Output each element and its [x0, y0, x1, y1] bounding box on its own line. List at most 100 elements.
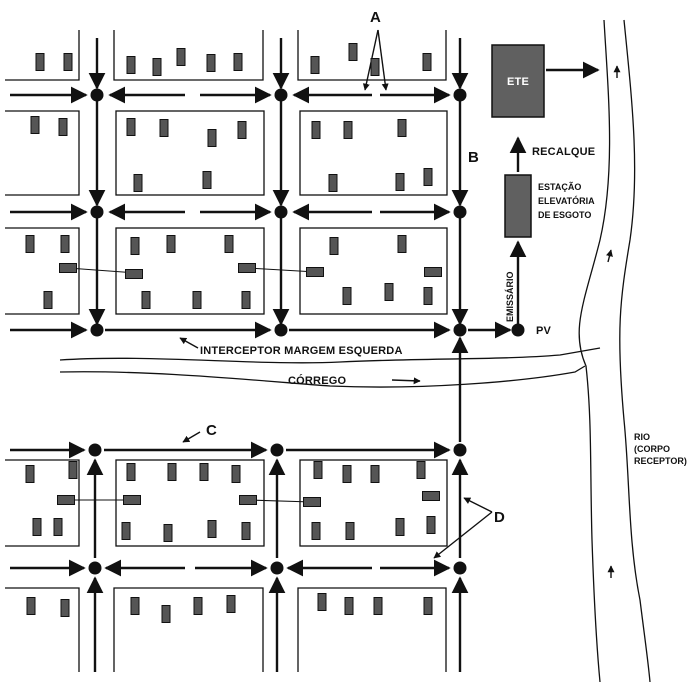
house — [207, 129, 217, 147]
house — [60, 235, 70, 253]
house — [311, 522, 321, 540]
manhole-node — [90, 323, 104, 337]
house — [43, 291, 53, 309]
house — [53, 518, 63, 536]
house — [241, 522, 251, 540]
block-outline — [5, 30, 80, 81]
pv-label: PV — [536, 325, 552, 337]
house — [395, 173, 405, 191]
house — [202, 171, 212, 189]
house — [370, 465, 380, 483]
block-outline — [5, 227, 80, 315]
house — [152, 58, 162, 76]
stream-label: CÓRREGO — [288, 374, 346, 387]
manhole-node — [88, 561, 102, 575]
house — [193, 597, 203, 615]
stream-upper-bank — [59, 347, 601, 364]
house — [422, 491, 440, 501]
house — [306, 267, 324, 277]
house — [345, 522, 355, 540]
house — [126, 463, 136, 481]
house — [311, 121, 321, 139]
block-outline — [299, 459, 448, 547]
station-label-line-1: ESTAÇÃO — [538, 182, 581, 192]
interceptor-label: INTERCEPTOR MARGEM ESQUERDA — [200, 345, 403, 357]
emissario-label: EMISSÁRIO — [505, 271, 515, 322]
house — [343, 121, 353, 139]
house — [233, 53, 243, 71]
label-a: A — [370, 9, 381, 26]
house — [423, 168, 433, 186]
house — [329, 237, 339, 255]
manhole-node — [511, 323, 525, 337]
house — [30, 116, 40, 134]
river-label-line-3: RECEPTOR) — [634, 456, 687, 466]
house — [206, 54, 216, 72]
manholes — [88, 88, 525, 575]
house — [422, 53, 432, 71]
house — [58, 118, 68, 136]
manhole-node — [453, 205, 467, 219]
house — [32, 518, 42, 536]
house — [224, 235, 234, 253]
house — [424, 267, 442, 277]
block-outline — [115, 227, 265, 315]
block-outlines — [5, 30, 448, 672]
house — [199, 463, 209, 481]
house — [426, 516, 436, 534]
block-outline — [5, 110, 80, 196]
block-outline — [115, 110, 265, 196]
house — [130, 237, 140, 255]
house — [125, 269, 143, 279]
manhole-node — [453, 323, 467, 337]
label-b: B — [468, 149, 479, 166]
house — [342, 287, 352, 305]
house — [35, 53, 45, 71]
station-label-line-2: ELEVATÓRIA — [538, 195, 595, 206]
block-outline — [113, 587, 264, 672]
station-label-line-3: DE ESGOTO — [538, 210, 591, 220]
house — [25, 235, 35, 253]
house — [176, 48, 186, 66]
house — [159, 119, 169, 137]
house — [395, 518, 405, 536]
block-outline — [297, 587, 447, 672]
house — [141, 291, 151, 309]
house — [237, 121, 247, 139]
block-outline — [297, 30, 447, 81]
house — [63, 53, 73, 71]
house — [384, 283, 394, 301]
house — [303, 497, 321, 507]
house — [397, 235, 407, 253]
house — [68, 461, 78, 479]
stream-banks — [59, 347, 601, 388]
label-c: C — [206, 422, 217, 439]
manhole-node — [274, 88, 288, 102]
house — [370, 58, 380, 76]
house — [238, 263, 256, 273]
house — [239, 495, 257, 505]
house — [310, 56, 320, 74]
house — [161, 605, 171, 623]
block-outline — [5, 587, 80, 672]
house — [373, 597, 383, 615]
house — [60, 599, 70, 617]
manhole-node — [270, 443, 284, 457]
house — [166, 235, 176, 253]
river-label-line-2: (CORPO — [634, 444, 670, 454]
house — [57, 495, 75, 505]
stream-lower-bank — [59, 365, 586, 388]
recalque-label: RECALQUE — [532, 146, 595, 158]
manhole-node — [274, 323, 288, 337]
manhole-node — [274, 205, 288, 219]
pump-station-box — [504, 174, 532, 238]
manhole-node — [270, 561, 284, 575]
river-right-bank — [619, 19, 651, 683]
house — [59, 263, 77, 273]
house — [26, 597, 36, 615]
house — [126, 56, 136, 74]
house — [423, 597, 433, 615]
label-d: D — [494, 509, 505, 526]
